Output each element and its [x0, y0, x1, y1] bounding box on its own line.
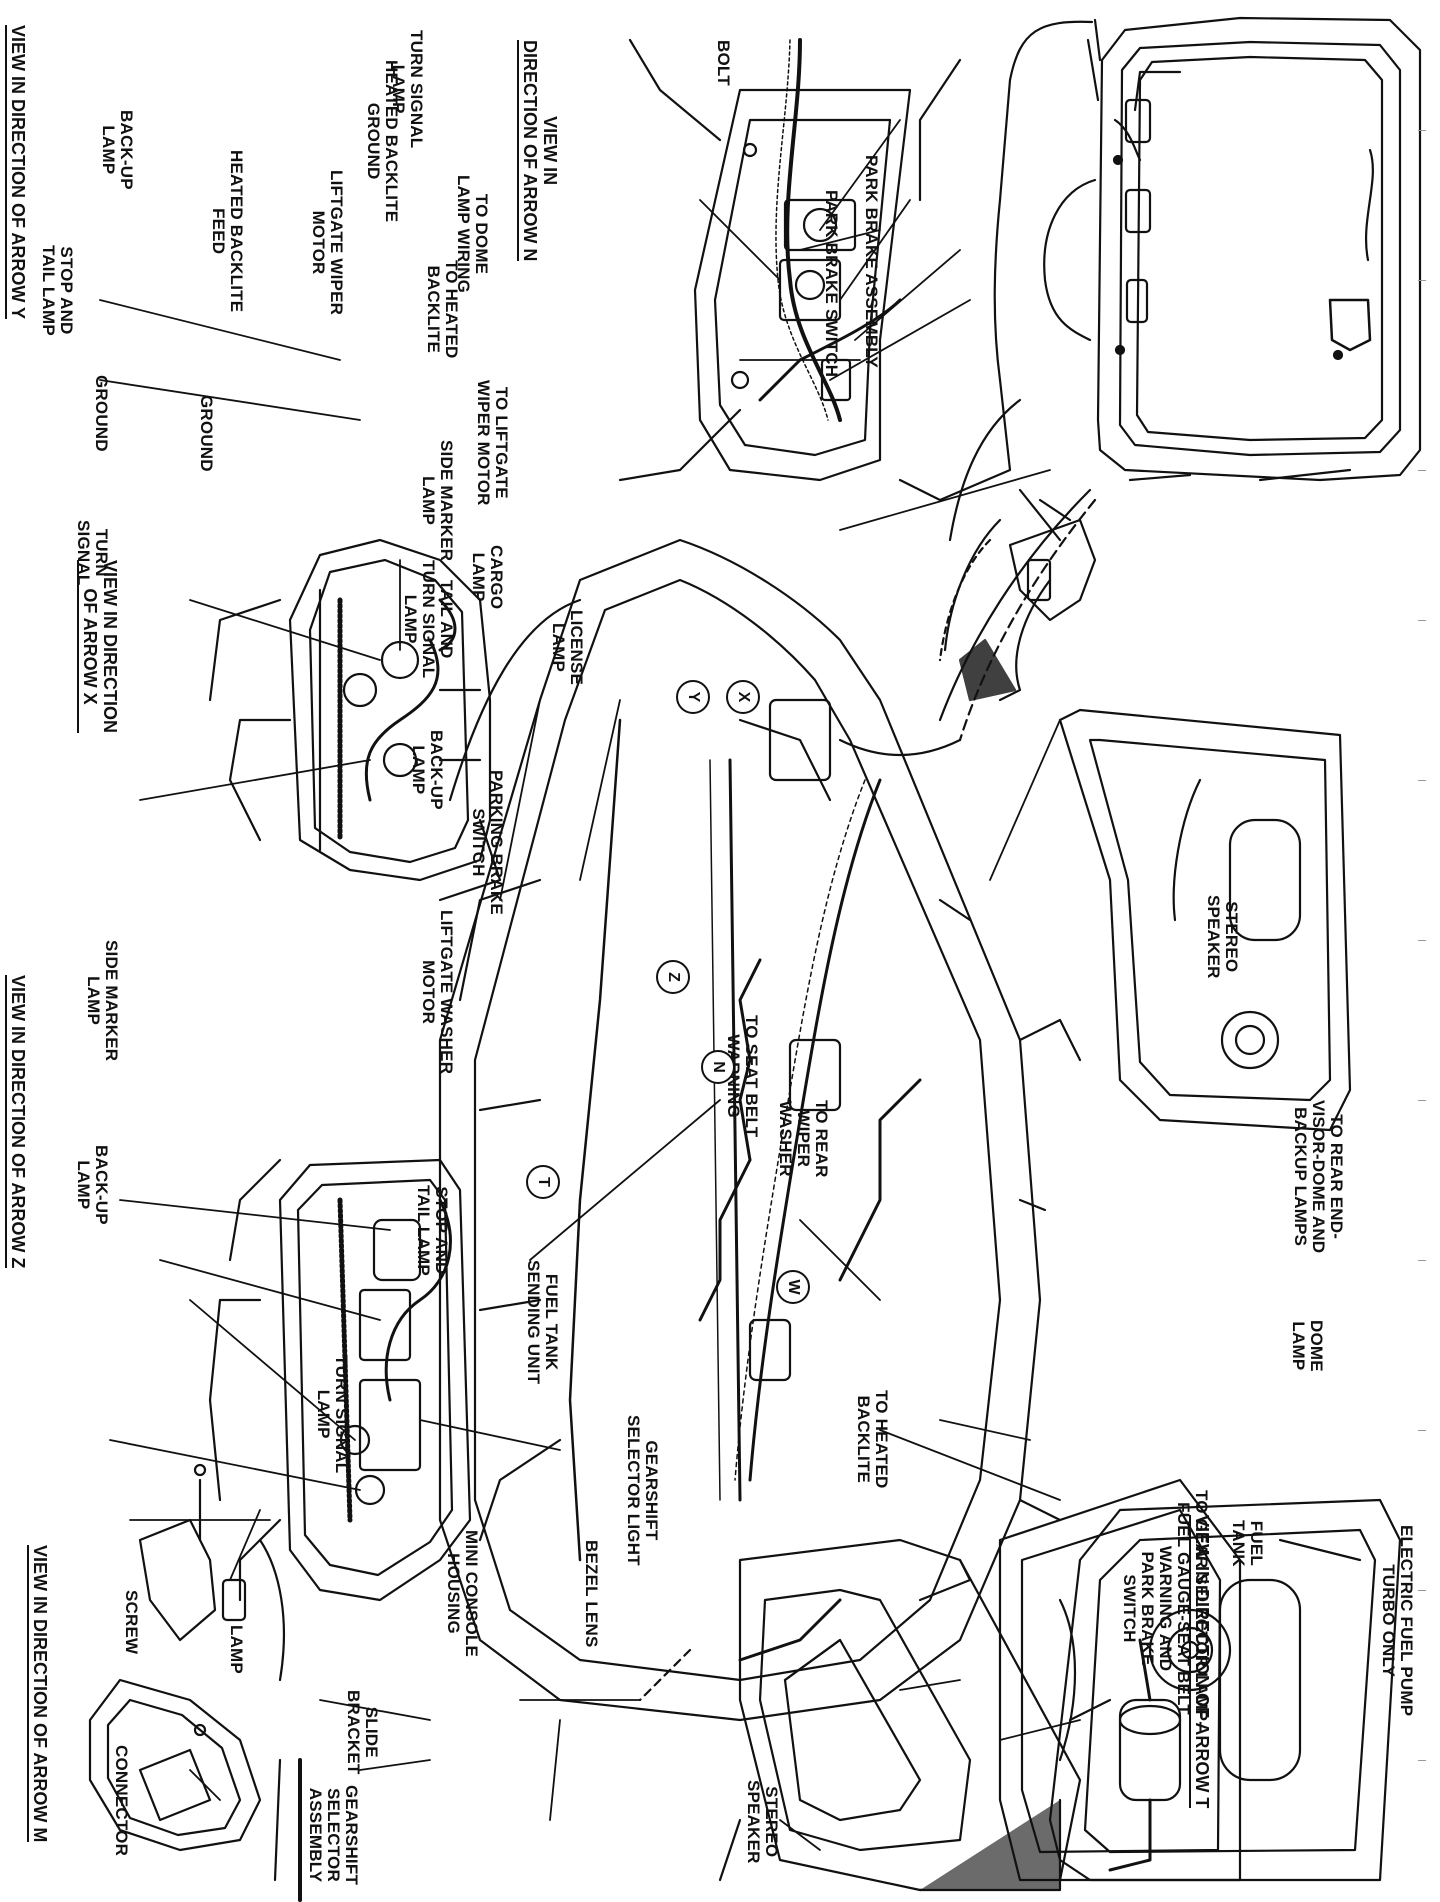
- label-to-heated-backlite-lower: TO HEATED BACKLITE: [854, 1390, 891, 1489]
- door-drawing: [1050, 1500, 1400, 1880]
- view-x-drawing: [210, 540, 500, 900]
- margin-tick: [1418, 130, 1426, 131]
- callout-y: Y: [676, 680, 710, 714]
- label-parking-brake-switch: PARKING BRAKE SWITCH: [469, 770, 506, 915]
- label-liftgate-washer-motor: LIFTGATE WASHER MOTOR: [419, 910, 456, 1075]
- margin-tick: [1418, 940, 1426, 941]
- caption-view-x: VIEW IN DIRECTION OF ARROW X: [77, 560, 120, 734]
- cargo-body-drawing: [440, 540, 1080, 1720]
- caption-view-m: VIEW IN DIRECTION OF ARROW M: [27, 1545, 50, 1843]
- park-brake-drawing: [840, 20, 1100, 755]
- callout-z: Z: [656, 960, 690, 994]
- liftgate-panel-drawing: [1098, 18, 1420, 480]
- callout-n: N: [701, 1050, 735, 1084]
- label-lamp-m: LAMP: [227, 1625, 246, 1674]
- label-fuel-tank: FUEL TANK: [1229, 1520, 1266, 1567]
- label-park-brake-assembly: PARK BRAKE ASSEMBLY: [862, 155, 881, 368]
- label-back-up-lamp-z: BACK-UP LAMP: [74, 1145, 111, 1225]
- label-tail-and-turn-signal-lamp: TAIL AND TURN SIGNAL LAMP: [401, 560, 456, 679]
- view-n-drawing: [620, 40, 1010, 500]
- label-connector: CONNECTOR: [112, 1745, 131, 1857]
- label-turn-signal-lamp-z: TURN SIGNAL LAMP: [314, 1355, 351, 1474]
- label-slide-bracket: SLIDE BRACKET: [344, 1690, 381, 1775]
- caption-view-z: VIEW IN DIRECTION OF ARROW Z: [5, 975, 28, 1269]
- caption-view-t: VIEW IN DIRECTION OF ARROW T: [1189, 1515, 1212, 1809]
- label-side-marker-lamp-z: SIDE MARKER LAMP: [84, 940, 121, 1062]
- margin-tick: [1418, 780, 1426, 781]
- label-side-marker-lamp-y: SIDE MARKER LAMP: [419, 440, 456, 562]
- label-mini-console-housing: MINI CONSOLE HOUSING: [444, 1530, 481, 1658]
- margin-tick: [1418, 280, 1426, 281]
- callout-w: W: [776, 1270, 810, 1304]
- label-screw: SCREW: [122, 1590, 141, 1655]
- label-back-up-lamp-y: BACK-UP LAMP: [99, 110, 136, 190]
- view-z-drawing: [210, 1160, 470, 1600]
- label-fuel-tank-sending-unit: FUEL TANK SENDING UNIT: [524, 1260, 561, 1385]
- label-stop-and-tail-lamp-z: STOP AND TAIL LAMP: [414, 1185, 451, 1276]
- callout-t: T: [526, 1165, 560, 1199]
- leader-lines: [100, 120, 1080, 1850]
- margin-tick: [1418, 1590, 1426, 1591]
- margin-tick: [1418, 1760, 1426, 1761]
- margin-tick: [1418, 1100, 1426, 1101]
- label-ground-1: GROUND: [197, 395, 216, 472]
- label-to-rear-end-lamps: TO REAR END- VISOR-DOME AND BACKUP LAMPS: [1291, 1100, 1346, 1254]
- fuel-pump-drawing: [1000, 1480, 1240, 1880]
- label-cargo-lamp: CARGO LAMP: [469, 545, 506, 610]
- label-heated-backlite-feed: HEATED BACKLITE FEED: [209, 150, 246, 313]
- upper-door-drawing: [1060, 710, 1350, 1130]
- label-back-up-lamp-x: BACK-UP LAMP: [409, 730, 446, 810]
- label-turn-signal-lamp-n: TURN SIGNAL LAMP: [389, 30, 426, 149]
- label-bezel-lens: BEZEL LENS: [582, 1540, 601, 1648]
- label-license-lamp: LICENSE LAMP: [549, 610, 586, 686]
- caption-view-n: VIEW IN DIRECTION OF ARROW N: [517, 40, 560, 262]
- label-stop-and-tail-lamp-y: STOP AND TAIL LAMP: [39, 245, 76, 336]
- margin-tick: [1418, 1430, 1426, 1431]
- margin-tick: [1418, 470, 1426, 471]
- label-liftgate-wiper-motor: LIFTGATE WIPER MOTOR: [309, 170, 346, 316]
- caption-view-y: VIEW IN DIRECTION OF ARROW Y: [5, 25, 28, 320]
- label-bolt: BOLT: [714, 40, 733, 86]
- label-to-dome-lamp-wiring: TO DOME LAMP WIRING: [454, 175, 491, 294]
- label-to-liftgate-wiper-motor: TO LIFTGATE WIPER MOTOR: [474, 380, 511, 506]
- label-park-brake-switch: PARK BRAKE SWITCH: [822, 190, 841, 378]
- label-gearshift-selector-light: GEARSHIFT SELECTOR LIGHT: [624, 1415, 661, 1566]
- margin-tick: [1418, 620, 1426, 621]
- label-electric-fuel-pump: ELECTRIC FUEL PUMP TURBO ONLY: [1379, 1525, 1416, 1717]
- label-ground-2: GROUND: [92, 375, 111, 452]
- label-stereo-speaker-upper: STEREO SPEAKER: [1204, 895, 1241, 979]
- label-gearshift-selector-assembly: GEARSHIFT SELECTOR ASSEMBLY: [306, 1785, 361, 1886]
- label-to-rear-wiper-washer: TO REAR WIPER WASHER: [776, 1100, 831, 1178]
- label-stereo-speaker-lower: STEREO SPEAKER: [744, 1780, 781, 1864]
- callout-x: X: [726, 680, 760, 714]
- margin-tick: [1418, 1260, 1426, 1261]
- label-dome-lamp: DOME LAMP: [1289, 1320, 1326, 1372]
